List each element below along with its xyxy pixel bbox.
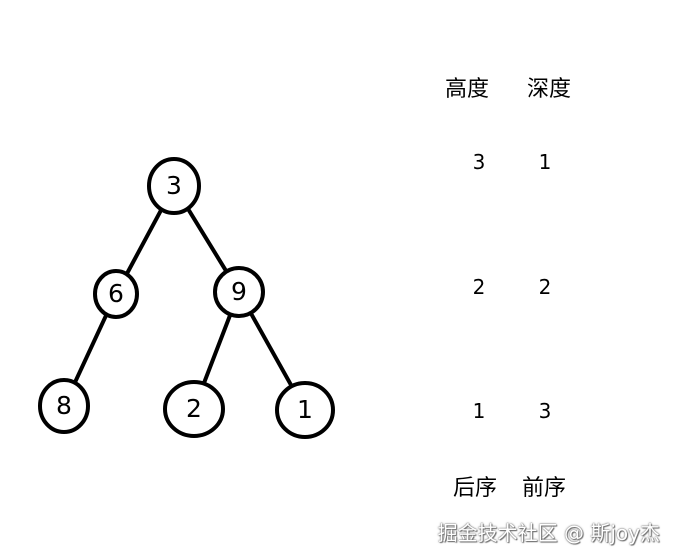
node-label: 9 bbox=[231, 277, 247, 306]
row-2-height: 2 bbox=[472, 275, 486, 299]
tree-node-8: 8 bbox=[38, 378, 90, 434]
edge-n6-n8 bbox=[72, 311, 110, 387]
tree-node-6: 6 bbox=[93, 269, 139, 319]
node-circle bbox=[275, 381, 335, 439]
watermark: 掘金技术社区 @ 斯joy杰 bbox=[437, 521, 660, 545]
node-label: 8 bbox=[56, 391, 72, 420]
node-label: 6 bbox=[108, 279, 124, 308]
edge-n3-n9 bbox=[185, 205, 229, 274]
edge-n3-n6 bbox=[123, 206, 165, 278]
node-label: 1 bbox=[297, 395, 313, 424]
node-circle bbox=[93, 269, 139, 319]
row-1-depth: 1 bbox=[538, 150, 552, 174]
row-2-depth: 2 bbox=[538, 275, 552, 299]
tree-node-1: 1 bbox=[275, 381, 335, 439]
edge-n9-n1 bbox=[248, 310, 294, 389]
node-label: 2 bbox=[186, 394, 202, 423]
node-label: 3 bbox=[166, 171, 182, 200]
node-circle bbox=[163, 380, 225, 438]
footer-preorder: 前序 bbox=[522, 476, 567, 501]
tree-node-2: 2 bbox=[163, 380, 225, 438]
row-3-height: 1 bbox=[472, 399, 486, 423]
row-1-height: 3 bbox=[472, 150, 486, 174]
node-circle bbox=[213, 266, 265, 318]
tree-nodes: 3 6 9 8 2 1 bbox=[38, 157, 335, 439]
tree-edges bbox=[72, 205, 294, 389]
row-3-depth: 3 bbox=[538, 399, 552, 423]
edge-n9-n2 bbox=[201, 312, 233, 386]
node-circle bbox=[147, 157, 201, 215]
footer-postorder: 后序 bbox=[453, 476, 498, 501]
header-height: 高度 bbox=[445, 77, 490, 102]
node-circle bbox=[38, 378, 90, 434]
tree-node-9: 9 bbox=[213, 266, 265, 318]
header-depth: 深度 bbox=[527, 77, 572, 102]
tree-node-3: 3 bbox=[147, 157, 201, 215]
